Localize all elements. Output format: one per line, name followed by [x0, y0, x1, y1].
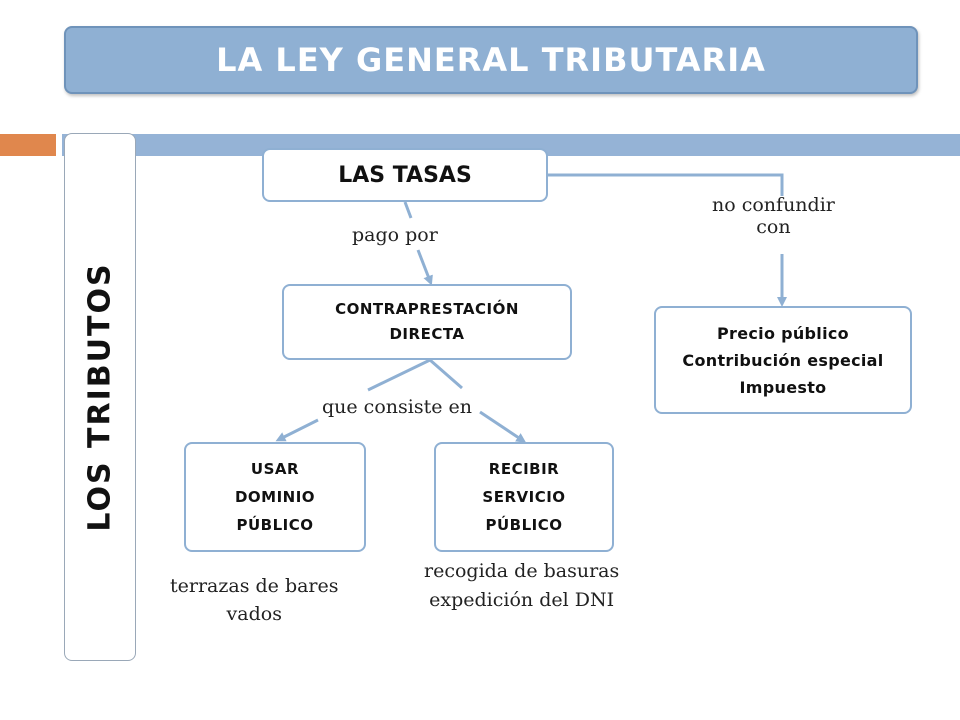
connector-consiste-recibir [479, 410, 527, 443]
node-recibir-servicio-publico: RECIBIR SERVICIO PÚBLICO [434, 442, 614, 552]
connector-contra-consiste-left [367, 358, 431, 392]
node-precio-line-1: Precio público [717, 323, 849, 343]
label-ejemplos-usar: terrazas de bares vados [170, 572, 339, 628]
node-recibir-line-1: RECIBIR [488, 460, 560, 478]
title-banner: LA LEY GENERAL TRIBUTARIA [64, 26, 918, 94]
connector-contra-consiste-right [429, 358, 463, 390]
node-contraprestacion-line-2: DIRECTA [389, 325, 465, 343]
connector-consiste-usar [275, 418, 319, 442]
label-ejemplos-usar-line-1: terrazas de bares [170, 575, 339, 597]
connector-tasas-pago [403, 201, 413, 219]
orange-accent-bar [0, 134, 56, 156]
node-contraprestacion-directa: CONTRAPRESTACIÓN DIRECTA [282, 284, 572, 360]
connector-tasas-precio [546, 173, 784, 196]
label-pago-por: pago por [352, 224, 438, 246]
node-recibir-line-2: SERVICIO [482, 488, 566, 506]
connector-pago-contra [416, 249, 433, 286]
page-title: LA LEY GENERAL TRIBUTARIA [216, 41, 766, 79]
node-usar-dominio-publico: USAR DOMINIO PÚBLICO [184, 442, 366, 552]
node-usar-line-1: USAR [250, 460, 300, 478]
label-no-confundir: no confundir con [712, 194, 835, 238]
label-ejemplos-recibir-line-2: expedición del DNI [429, 589, 615, 611]
node-precio-line-2: Contribución especial [682, 350, 884, 370]
node-usar-line-3: PÚBLICO [236, 516, 314, 534]
label-ejemplos-usar-line-2: vados [226, 603, 282, 625]
side-panel [64, 133, 136, 661]
label-ejemplos-recibir: recogida de basuras expedición del DNI [424, 557, 619, 615]
node-precio-publico: Precio público Contribución especial Imp… [654, 306, 912, 414]
node-contraprestacion-line-1: CONTRAPRESTACIÓN [335, 300, 519, 318]
node-precio-line-3: Impuesto [739, 377, 827, 397]
label-ejemplos-recibir-line-1: recogida de basuras [424, 560, 620, 582]
node-recibir-line-3: PÚBLICO [485, 516, 563, 534]
label-no-confundir-line-1: no confundir [712, 194, 835, 216]
label-que-consiste-en: que consiste en [322, 396, 472, 418]
label-no-confundir-line-2: con [756, 216, 791, 238]
node-las-tasas: LAS TASAS [262, 148, 548, 202]
node-las-tasas-text: LAS TASAS [338, 162, 472, 188]
node-usar-line-2: DOMINIO [234, 488, 316, 506]
